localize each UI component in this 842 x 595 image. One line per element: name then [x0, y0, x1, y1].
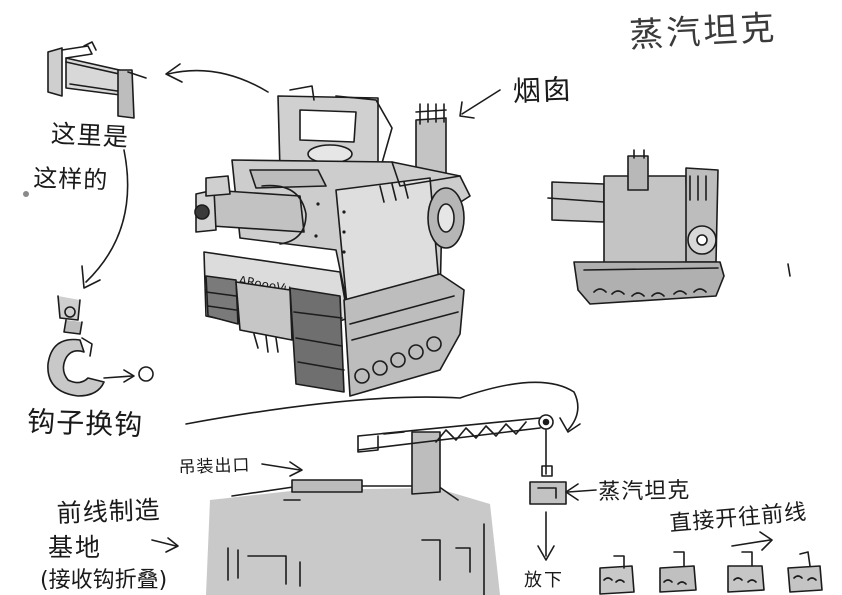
side-view-tank	[547, 149, 791, 305]
texture-note-line1: 这里是	[50, 118, 130, 153]
sketch-title: 蒸汽坦克	[628, 8, 779, 56]
steam-tank-label: 蒸汽坦克	[598, 478, 691, 505]
texture-note-line2: 这样的	[32, 163, 109, 195]
arrow-lift-exit	[261, 461, 303, 477]
ink-dot	[23, 191, 29, 197]
factory-base	[206, 414, 597, 595]
arrow-texture-to-hook	[81, 149, 129, 289]
arrow-base	[151, 537, 179, 553]
base-label-line3: (接收钩折叠)	[40, 568, 168, 593]
lift-exit-label: 吊装出口	[178, 455, 251, 478]
main-tank: ARoooVu	[194, 85, 471, 397]
arrow-hook-to-crane	[185, 381, 581, 433]
arrow-chimney-label	[459, 89, 501, 119]
tank-convoy	[599, 531, 823, 595]
arrow-pipe-to-chimney	[165, 63, 269, 93]
base-label-line2: 基地	[48, 533, 103, 562]
pipe-texture-detail	[47, 41, 147, 119]
drop-label: 放下	[524, 570, 564, 591]
hook-detail	[47, 295, 154, 397]
base-label-line1: 前线制造	[56, 495, 162, 528]
chimney-label: 烟囱	[512, 72, 574, 108]
hook-swap-label: 钩子换钩	[26, 404, 144, 443]
